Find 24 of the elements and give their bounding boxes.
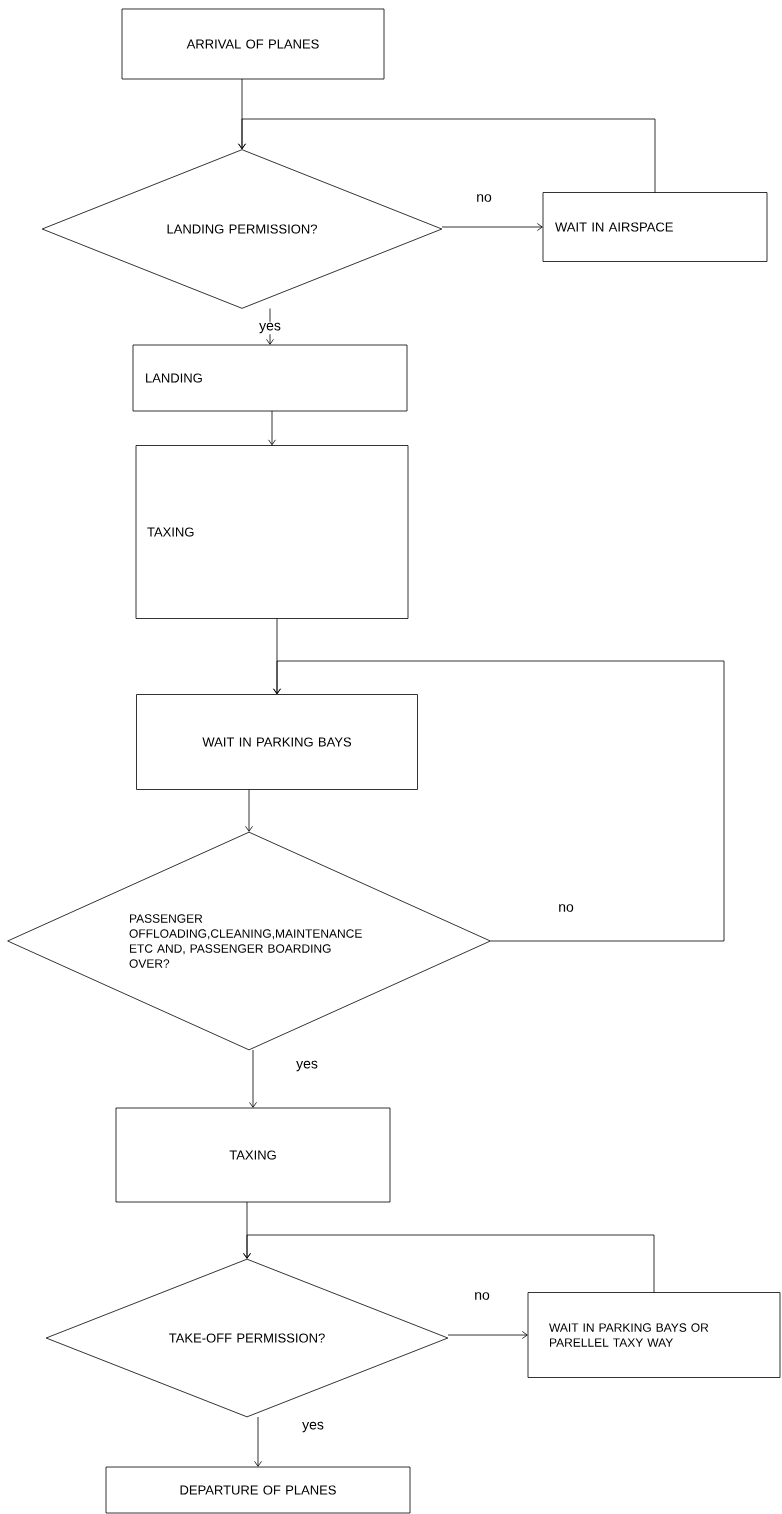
arrow [266,308,274,345]
arrow [441,223,543,231]
process-box: WAIT IN PARKING BAYS [136,694,418,790]
arrow [268,410,276,446]
process-box: DEPARTURE OF PLANES [105,1466,411,1514]
edge-label: yes [295,1059,319,1073]
edge-label: yes [258,321,282,335]
edge-label: no [473,1291,491,1301]
process-box: ARRIVAL OF PLANES [121,8,385,80]
edge-label: no [475,193,493,203]
arrow [249,1049,257,1108]
arrow [254,1416,262,1467]
arrow [273,660,725,942]
arrow [243,1234,655,1293]
process-box: TAXING [135,445,409,619]
edge-label: no [557,903,575,913]
arrow [447,1331,528,1339]
process-box: WAIT IN PARKING BAYS OR PARELLEL TAXY WAY [527,1292,781,1378]
edge-label: yes [301,1420,325,1434]
arrow [245,789,253,832]
arrow [238,118,656,193]
process-box: TAXING [115,1107,391,1203]
process-box: WAIT IN AIRSPACE [542,192,768,262]
process-box: LANDING [132,344,408,412]
